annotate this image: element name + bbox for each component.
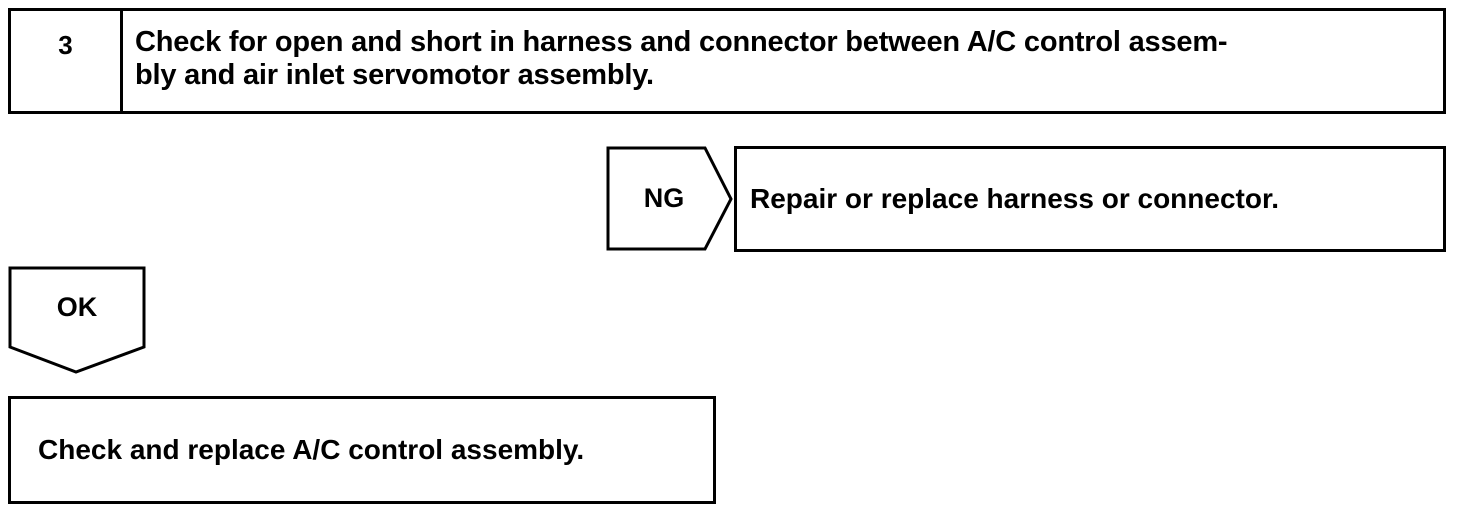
ng-result-box	[734, 146, 1446, 252]
ok-arrow	[8, 266, 146, 374]
step-title-line-1: Check for open and short in harness and …	[135, 26, 1228, 58]
step-title-line-2: bly and air inlet servomotor assembly.	[135, 59, 654, 91]
ng-result-text: Repair or replace harness or connector.	[750, 183, 1280, 214]
step-number: 3	[58, 30, 73, 60]
step-box	[8, 8, 1446, 114]
ok-label: OK	[56, 292, 98, 322]
ok-result-box	[8, 396, 716, 504]
ok-result-text: Check and replace A/C control assembly.	[38, 434, 585, 465]
step-number-divider	[120, 8, 123, 114]
ng-arrow	[606, 146, 733, 251]
ng-label: NG	[643, 183, 685, 213]
